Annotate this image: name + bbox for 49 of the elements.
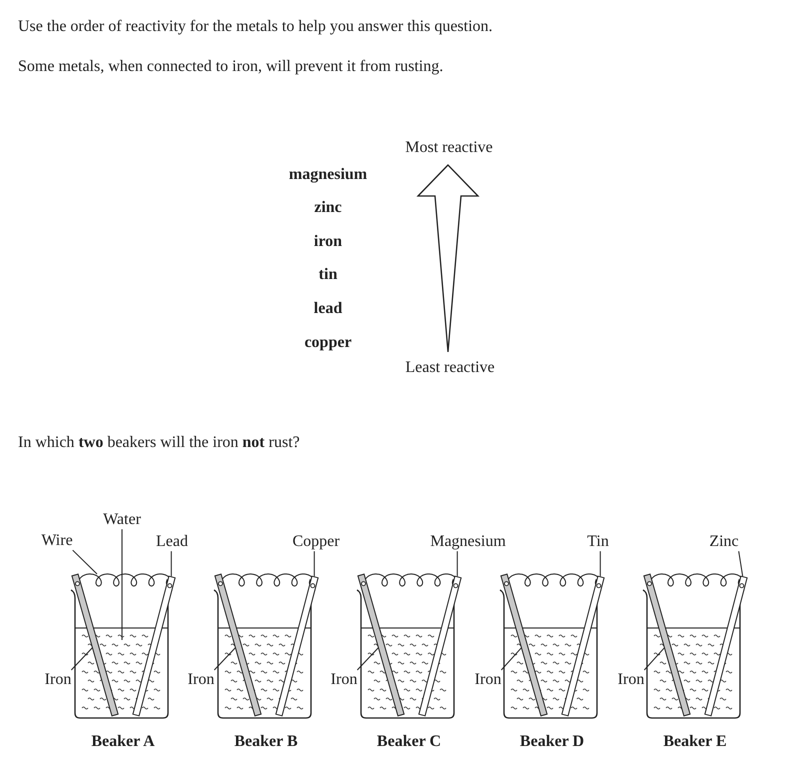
metal-name: lead (314, 299, 342, 318)
beaker-label: Beaker C (376, 732, 442, 752)
instruction-text: Use the order of reactivity for the metals to help you answer this question. (18, 17, 493, 36)
leader-line (500, 647, 522, 670)
part-label: Lead (156, 532, 188, 552)
leader-line (644, 647, 666, 670)
leader-line (72, 550, 98, 574)
metal-rod (275, 576, 319, 716)
metal-rod (561, 576, 605, 716)
leader-line (314, 550, 315, 577)
instruction-text: Some metals, when connected to iron, will prevent it from rusting. (18, 57, 444, 76)
metal-rod (132, 576, 176, 716)
part-label: Iron (330, 670, 358, 690)
metal-rod (704, 576, 748, 716)
scale-label: Least reactive (405, 358, 495, 378)
beaker-label: Beaker D (520, 732, 584, 752)
leader-line (456, 550, 458, 577)
iron-rod (357, 574, 405, 716)
metal-rod (418, 576, 462, 716)
metal-name: tin (318, 265, 338, 284)
leader-line (356, 647, 380, 670)
part-label: Iron (474, 670, 502, 690)
metal-name: magnesium (288, 165, 368, 184)
leader-line (600, 550, 601, 577)
part-label: Zinc (709, 532, 739, 552)
iron-rod (71, 574, 119, 716)
metal-name: zinc (314, 198, 342, 218)
leader-line (70, 647, 94, 670)
part-label: Magnesium (430, 532, 506, 552)
leader-line (170, 550, 172, 577)
part-label: Iron (618, 670, 644, 690)
beaker-label: Beaker B (234, 732, 298, 752)
part-label: Wire (41, 531, 73, 550)
beaker-label: Beaker A (91, 732, 155, 752)
part-label: Copper (292, 532, 340, 552)
part-label: Tin (587, 532, 609, 552)
metal-name: copper (304, 333, 352, 352)
part-label: Iron (188, 670, 214, 690)
leader-line (738, 550, 744, 577)
beaker-label: Beaker E (663, 732, 727, 752)
part-label: Water (103, 510, 141, 530)
iron-rod (214, 574, 262, 716)
iron-rod (500, 574, 548, 716)
part-label: Iron (44, 670, 72, 690)
leader-line (214, 647, 236, 670)
question-text: In which two beakers will the iron not rust? (18, 433, 300, 452)
scale-label: Most reactive (405, 138, 493, 158)
metal-name: iron (314, 232, 342, 252)
iron-rod (643, 574, 691, 716)
